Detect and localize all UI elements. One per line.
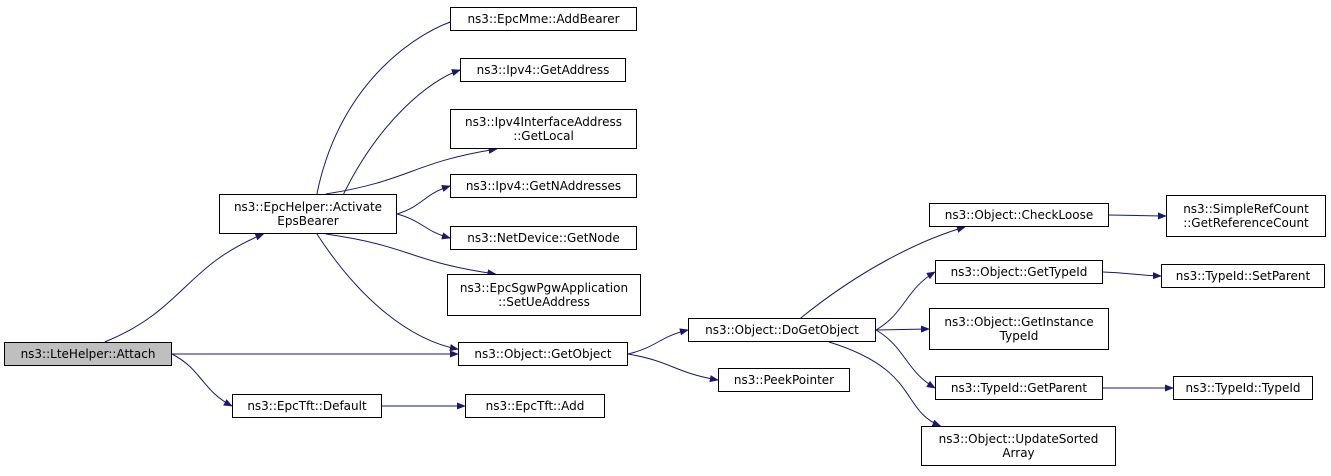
edge-activate-to-getlocal [325, 146, 498, 195]
edge-dogetobject-to-getparent [875, 329, 936, 389]
node-epc-tft-default[interactable]: ns3::EpcTft::Default [232, 394, 382, 418]
edge-activate-to-getnode [396, 213, 451, 240]
edge-checkloose-to-getreferencecount [1108, 212, 1167, 220]
node-lte-helper-attach: ns3::LteHelper::Attach [4, 342, 172, 366]
node-object-update-sorted-array[interactable]: ns3::Object::UpdateSorted Array [921, 426, 1116, 466]
edge-attach-to-activate [104, 233, 265, 343]
node-object-get-type-id[interactable]: ns3::Object::GetTypeId [935, 260, 1103, 284]
node-object-check-loose[interactable]: ns3::Object::CheckLoose [929, 203, 1109, 227]
node-simple-ref-count-get-reference-count[interactable]: ns3::SimpleRefCount ::GetReferenceCount [1166, 195, 1326, 237]
node-ipv4-get-n-addresses[interactable]: ns3::Ipv4::GetNAddresses [450, 174, 637, 198]
edge-dogetobject-to-gettypeid [875, 271, 936, 331]
edge-dogetobject-to-checkloose [800, 225, 966, 319]
edge-dogetobject-to-updatesortedarray [828, 341, 942, 427]
node-epc-helper-activate-eps-bearer[interactable]: ns3::EpcHelper::Activate EpsBearer [219, 194, 397, 234]
edge-attach-to-default [171, 353, 233, 407]
edge-getobject-to-dogetobject [627, 328, 689, 355]
edge-activate-to-getaddress [343, 69, 461, 195]
edge-activate-to-addbearer [316, 17, 461, 195]
node-epc-mme-add-bearer[interactable]: ns3::EpcMme::AddBearer [450, 7, 637, 31]
node-epc-sgw-pgw-application-set-ue-address[interactable]: ns3::EpcSgwPgwApplication ::SetUeAddress [447, 274, 641, 316]
node-object-do-get-object[interactable]: ns3::Object::DoGetObject [688, 318, 876, 342]
edge-activate-to-getobject [316, 233, 459, 352]
edge-getobject-to-peekpointer [627, 353, 719, 383]
node-type-id-type-id[interactable]: ns3::TypeId::TypeId [1173, 376, 1313, 400]
edge-dogetobject-to-getinstancetypeid [875, 325, 930, 333]
node-ipv4-interface-address-get-local[interactable]: ns3::Ipv4InterfaceAddress ::GetLocal [450, 109, 637, 149]
edge-gettypeid-to-setparent [1102, 271, 1162, 280]
node-net-device-get-node[interactable]: ns3::NetDevice::GetNode [450, 226, 637, 250]
node-object-get-object[interactable]: ns3::Object::GetObject [458, 342, 628, 366]
node-epc-tft-add[interactable]: ns3::EpcTft::Add [465, 394, 605, 418]
node-peek-pointer[interactable]: ns3::PeekPointer [718, 368, 850, 392]
node-ipv4-get-address[interactable]: ns3::Ipv4::GetAddress [460, 58, 626, 82]
node-type-id-set-parent[interactable]: ns3::TypeId::SetParent [1161, 264, 1325, 288]
node-type-id-get-parent[interactable]: ns3::TypeId::GetParent [935, 376, 1103, 400]
node-object-get-instance-type-id[interactable]: ns3::Object::GetInstance TypeId [929, 308, 1109, 350]
edge-activate-to-setueaddress [325, 233, 497, 277]
edge-activate-to-getnaddresses [396, 185, 451, 215]
